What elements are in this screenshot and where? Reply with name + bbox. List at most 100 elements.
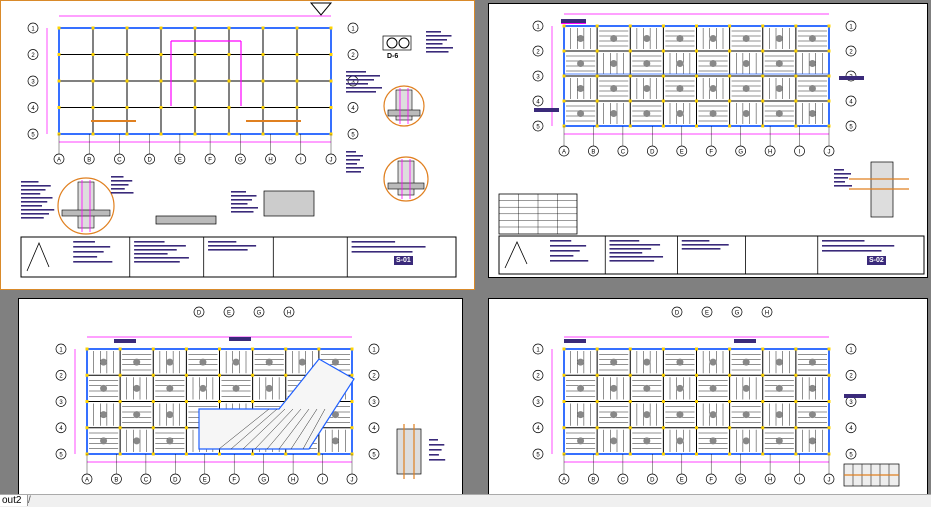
column-mark — [728, 400, 732, 403]
detail-notes-e-3 — [346, 163, 357, 165]
grid-bubble-F — [228, 473, 240, 485]
row-bubble-4-label: 4 — [536, 99, 540, 105]
row-bubble-5 — [55, 448, 67, 460]
grid-bubble-I-label: I — [799, 149, 801, 155]
title-block-1-logo — [26, 241, 50, 272]
column-mark — [661, 124, 665, 128]
layout-tab-bar: out2 / — [0, 494, 931, 507]
detail-notes-e-1 — [346, 155, 363, 157]
column-mark — [159, 53, 163, 56]
column-mark — [125, 132, 129, 136]
column-mark — [728, 99, 732, 103]
row-bubble-right-2-label: 2 — [372, 374, 376, 380]
grid-bubble-E-label: E — [178, 157, 182, 163]
row-bubble-right-5 — [845, 448, 857, 460]
row-bubble-4-label: 4 — [536, 426, 540, 432]
slab-marker — [775, 358, 783, 366]
column-mark — [184, 452, 188, 456]
detail-notes-c-5 — [21, 201, 48, 203]
grid-bubble-D-label: D — [147, 157, 152, 163]
slab-marker — [232, 384, 240, 392]
slab-marker — [676, 411, 684, 419]
row-bubble-5-label: 5 — [536, 124, 540, 130]
column-mark — [761, 74, 765, 78]
detail-notes-g-2 — [834, 177, 848, 179]
detail-notes-b-0 — [426, 31, 441, 33]
layout-tab[interactable]: out2 — [0, 495, 29, 506]
column-mark — [628, 124, 632, 128]
column-mark — [184, 373, 188, 377]
slab-marker — [100, 411, 108, 419]
grid-bubble-C-label: C — [621, 149, 626, 155]
slab-marker — [166, 437, 174, 445]
top-bubble-G — [731, 306, 743, 318]
grid-bubble-H — [764, 473, 776, 485]
grid-bubble-H — [265, 153, 276, 165]
column-mark — [57, 106, 61, 109]
slab-marker — [808, 110, 816, 117]
detail-notes-a-3 — [346, 83, 368, 85]
slab-marker — [643, 35, 651, 42]
tag-label — [734, 339, 756, 343]
detail-notes-h-0 — [429, 439, 438, 441]
grid-bubble-C-label: C — [621, 477, 626, 483]
column-mark — [794, 74, 798, 78]
column-mark — [562, 49, 566, 53]
row-bubble-right-1 — [845, 20, 857, 32]
column-mark — [218, 373, 221, 377]
row-bubble-5-label: 5 — [536, 452, 540, 458]
grid-bubble-E — [174, 153, 186, 165]
column-mark — [761, 24, 765, 28]
title-block-2-notes2-1 — [681, 244, 729, 246]
column-mark — [794, 124, 798, 128]
detail-notes-e-2 — [346, 159, 360, 161]
slab-marker — [166, 411, 174, 419]
column-mark — [151, 373, 155, 377]
row-bubble-1-label: 1 — [31, 26, 35, 32]
column-mark — [595, 99, 599, 103]
row-bubble-right-4 — [368, 422, 380, 434]
detail-notes-f-2 — [231, 199, 252, 201]
sheet-2-code: S-02 — [867, 256, 886, 265]
column-mark — [261, 26, 265, 30]
row-bubble-right-5 — [845, 120, 857, 132]
column-mark — [295, 53, 299, 56]
column-mark — [794, 347, 798, 351]
column-mark — [794, 400, 798, 403]
column-mark — [125, 53, 129, 56]
slab-marker — [775, 85, 783, 92]
grid-bubble-C — [617, 473, 629, 485]
slab-marker — [577, 384, 585, 392]
column-mark — [728, 373, 732, 377]
grid-bubble-J-label: J — [828, 477, 831, 483]
slab-marker — [610, 85, 618, 92]
detail-notes-e-5 — [346, 171, 361, 173]
slab-marker — [577, 35, 585, 42]
slab-marker — [775, 384, 783, 392]
slab-marker — [709, 60, 717, 67]
detail-notes-f-4 — [231, 207, 258, 209]
slab-marker — [808, 437, 816, 445]
row-bubble-2 — [55, 369, 67, 381]
detail-notes-b-4 — [426, 47, 453, 49]
column-mark — [595, 24, 599, 28]
title-block-1-notes-5 — [134, 261, 180, 263]
slab-marker — [643, 384, 651, 392]
row-bubble-right-4 — [845, 422, 857, 434]
row-bubble-right-4-label: 4 — [372, 426, 376, 432]
row-bubble-4 — [55, 422, 67, 434]
column-mark — [728, 74, 732, 78]
row-bubble-5-label: 5 — [59, 452, 63, 458]
column-mark — [695, 426, 698, 430]
column-mark — [728, 124, 732, 128]
grid-bubble-D-label: D — [650, 149, 655, 155]
slab-marker — [133, 384, 141, 392]
column-mark — [661, 400, 665, 403]
row-bubble-right-1 — [845, 343, 857, 355]
column-mark — [628, 347, 632, 351]
